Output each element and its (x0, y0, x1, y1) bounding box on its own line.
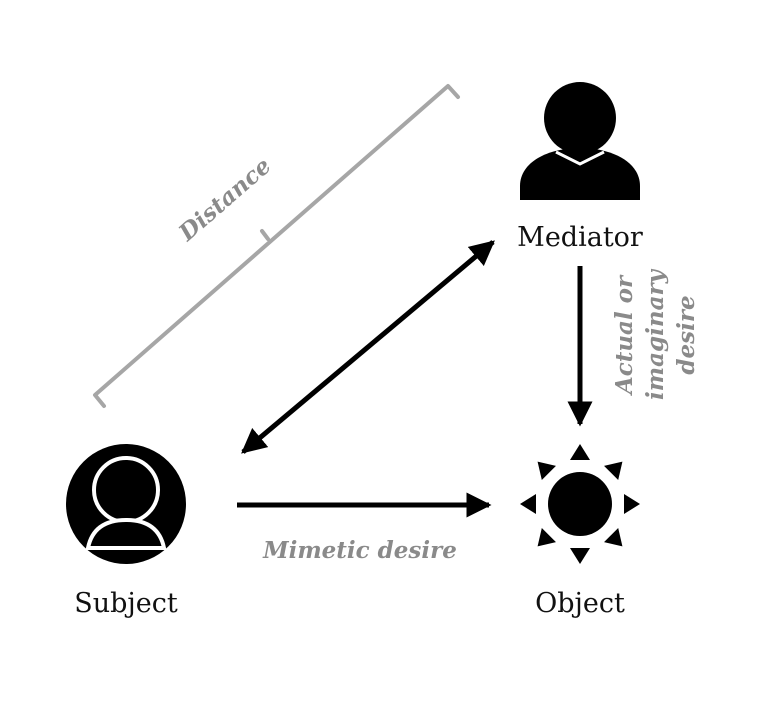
subject-mediator-arrow (241, 240, 495, 454)
distance-bracket (93, 84, 460, 408)
person-in-circle-icon (66, 444, 186, 564)
sun-icon (520, 444, 640, 564)
object-label: Object (535, 588, 625, 619)
subject-label: Subject (74, 588, 178, 619)
actual-desire-line-2: imaginary (642, 268, 669, 400)
actual-desire-line-3: desire (673, 295, 700, 374)
actual-desire-label: Actual or imaginary desire (611, 268, 700, 400)
mimetic-desire-label: Mimetic desire (262, 537, 457, 564)
distance-label: Distance (173, 152, 276, 247)
person-bust-icon (520, 82, 640, 200)
actual-desire-line-1: Actual or (611, 274, 638, 396)
mediator-label: Mediator (517, 222, 643, 253)
